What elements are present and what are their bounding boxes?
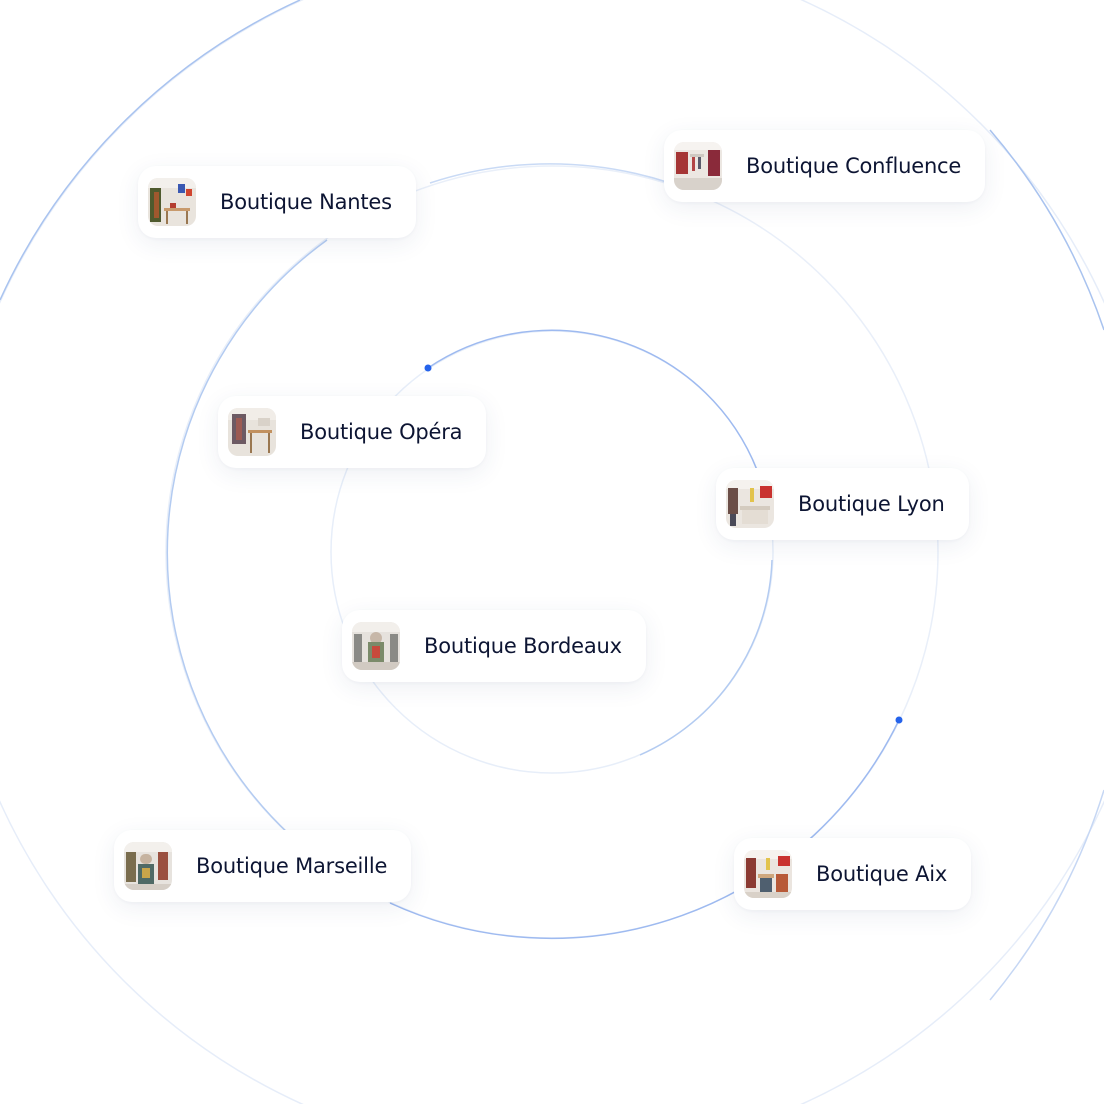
- boutique-label: Boutique Marseille: [196, 854, 388, 878]
- boutique-label: Boutique Bordeaux: [424, 634, 622, 658]
- inner-ring: [330, 330, 774, 774]
- orbit-dot-inner: [424, 364, 432, 372]
- boutique-label: Boutique Opéra: [300, 420, 463, 444]
- boutique-chip-opera[interactable]: Boutique Opéra: [218, 396, 487, 468]
- inner-ring-accent-top: [427, 329, 758, 471]
- boutique-photo-icon: [148, 178, 196, 226]
- boutique-chip-lyon[interactable]: Boutique Lyon: [716, 468, 969, 540]
- middle-ring: [165, 165, 939, 939]
- middle-ring-accent-top: [429, 163, 671, 184]
- outer-ring-accent-right: [989, 129, 1104, 331]
- boutique-chip-confluence[interactable]: Boutique Confluence: [664, 130, 986, 202]
- boutique-chip-marseille[interactable]: Boutique Marseille: [114, 830, 412, 902]
- outer-ring-accent-bottom: [989, 789, 1104, 1001]
- boutique-photo-icon: [674, 142, 722, 190]
- inner-ring-accent-right: [639, 559, 773, 756]
- boutique-label: Boutique Aix: [816, 862, 948, 886]
- boutique-photo-icon: [352, 622, 400, 670]
- middle-ring-accent-bottom: [389, 719, 900, 940]
- middle-ring-accent-left: [166, 239, 328, 836]
- boutique-photo-icon: [726, 480, 774, 528]
- boutique-chip-aix[interactable]: Boutique Aix: [734, 838, 972, 910]
- boutique-photo-icon: [744, 850, 792, 898]
- boutique-label: Boutique Confluence: [746, 154, 962, 178]
- boutique-label: Boutique Nantes: [220, 190, 392, 214]
- boutique-chip-bordeaux[interactable]: Boutique Bordeaux: [342, 610, 646, 682]
- outer-ring-accent-left: [0, 0, 301, 301]
- boutique-photo-icon: [228, 408, 276, 456]
- boutique-label: Boutique Lyon: [798, 492, 945, 516]
- boutique-chip-nantes[interactable]: Boutique Nantes: [138, 166, 416, 238]
- boutique-photo-icon: [124, 842, 172, 890]
- orbit-dot-middle: [895, 716, 903, 724]
